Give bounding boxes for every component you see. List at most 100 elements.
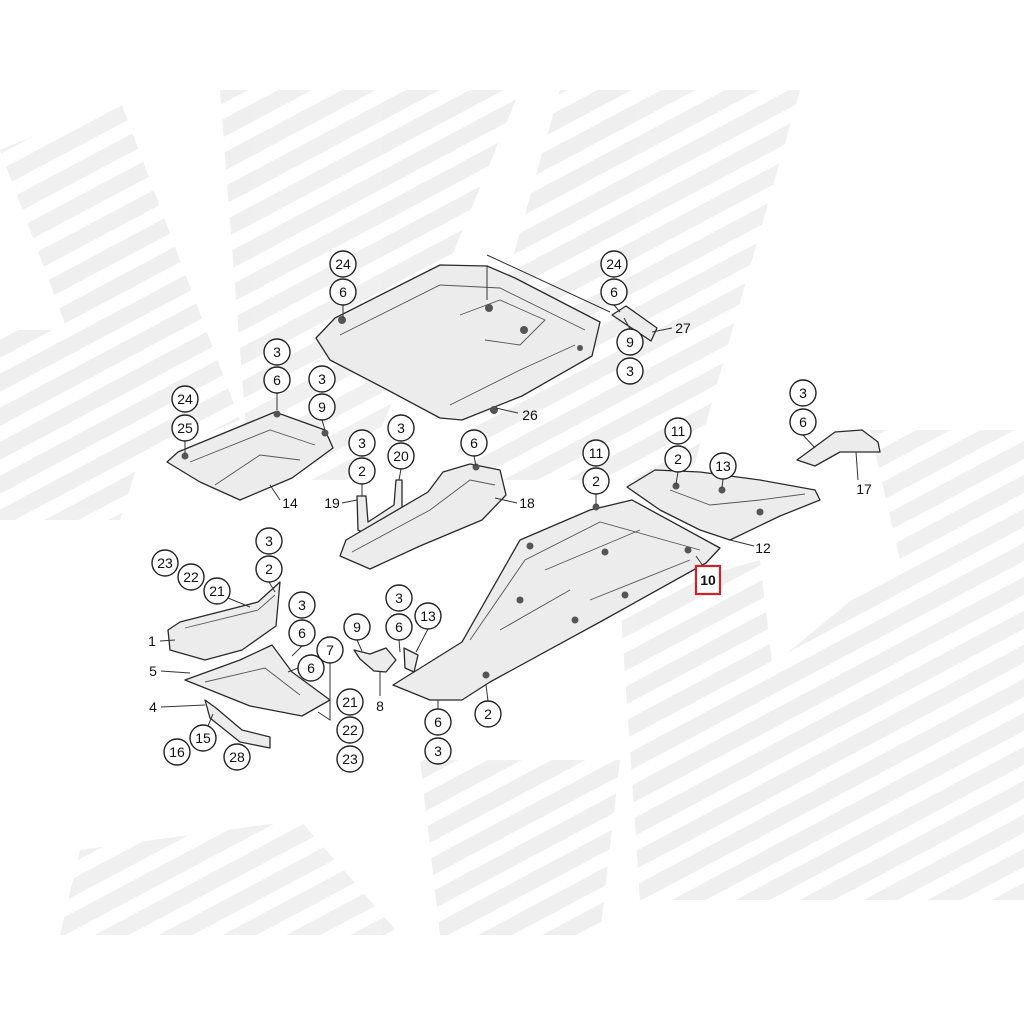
callout: 2 (255, 555, 283, 583)
callout: 2 (474, 700, 502, 728)
callout-number: 11 (671, 423, 686, 439)
watermark-shape-8 (420, 760, 620, 935)
callout-number: 21 (209, 583, 225, 599)
part-label: 4 (149, 699, 157, 715)
watermark-shape-6 (620, 560, 800, 900)
callout-number: 3 (358, 435, 366, 451)
callout-number: 13 (420, 608, 436, 624)
panel-1 (167, 581, 281, 661)
watermark-shape-7 (60, 820, 400, 935)
callout: 6 (288, 619, 316, 647)
callouts: 24 6 24 6 9 3 3 6 3 9 24 25 3 2 3 20 6 1… (151, 250, 817, 773)
callout-number: 13 (715, 458, 731, 474)
callout: 13 (414, 602, 442, 630)
callout-number: 2 (265, 561, 273, 577)
part-label: 5 (149, 663, 157, 679)
callout: 24 (600, 250, 628, 278)
callout: 3 (387, 414, 415, 442)
callout: 3 (288, 591, 316, 619)
part-label: 27 (675, 320, 691, 336)
part-label: 17 (856, 481, 872, 497)
watermark-shape-2 (220, 90, 520, 480)
callout-number: 7 (326, 642, 334, 658)
panel-10-hole (621, 591, 629, 599)
callout-number: 6 (307, 660, 315, 676)
part-label: 19 (324, 495, 340, 511)
callout: 2 (348, 457, 376, 485)
panel-5-rib (204, 667, 301, 696)
callout-number: 24 (606, 256, 622, 272)
callout-number: 3 (799, 385, 807, 401)
callout-number: 11 (589, 445, 604, 461)
bracket-8 (353, 647, 397, 673)
callout-number: 6 (339, 284, 347, 300)
callout-number: 3 (273, 344, 281, 360)
callout: 6 (789, 408, 817, 436)
watermark-shape-5 (730, 430, 1024, 900)
callout: 6 (329, 278, 357, 306)
panel-12-hole (718, 486, 726, 494)
panel-12-hole (756, 508, 764, 516)
panel-10-hole (516, 596, 524, 604)
callout-number: 28 (229, 749, 245, 765)
callout: 16 (163, 738, 191, 766)
panel-10-rib (589, 559, 691, 601)
callout-number: 22 (342, 722, 358, 738)
callout-number: 9 (318, 399, 326, 415)
callout-number: 2 (358, 463, 366, 479)
callout-number: 9 (626, 334, 634, 350)
callout-number: 20 (393, 448, 409, 464)
callout-number: 3 (318, 371, 326, 387)
panel-14-hole (321, 429, 329, 437)
highlighted-label-text: 10 (700, 572, 716, 588)
panel-14-rib (189, 429, 316, 463)
callout-number: 6 (434, 714, 442, 730)
panel-12-hole (672, 482, 680, 490)
callout-number: 23 (157, 555, 173, 571)
part-label: 8 (376, 698, 384, 714)
callout: 11 (664, 417, 692, 445)
callout-number: 3 (298, 597, 306, 613)
panel-10-hole (601, 548, 609, 556)
callout-number: 6 (273, 372, 281, 388)
panel-26-rib (449, 344, 576, 406)
panel-10-hole (526, 542, 534, 550)
callout-number: 25 (177, 420, 193, 436)
callout: 23 (336, 745, 364, 773)
callout-number: 6 (298, 625, 306, 641)
callout: 9 (343, 613, 371, 641)
callout: 6 (263, 366, 291, 394)
panel-10-hole (592, 503, 600, 511)
callout: 6 (424, 708, 452, 736)
panel-10-rib (544, 529, 641, 571)
callout: 6 (385, 613, 413, 641)
callout: 3 (255, 527, 283, 555)
watermark-shape-4 (0, 330, 180, 520)
callout: 11 (582, 439, 610, 467)
callout-number: 3 (395, 590, 403, 606)
callout-number: 3 (626, 363, 634, 379)
panel-12 (626, 469, 821, 541)
panel-26 (315, 264, 601, 421)
callout: 6 (600, 278, 628, 306)
panel-18-rib (351, 479, 496, 553)
callout-number: 21 (342, 694, 358, 710)
panel-26-hole (338, 316, 346, 324)
bracket-17 (796, 429, 881, 467)
callout-number: 24 (335, 256, 351, 272)
bracket-13 (403, 647, 419, 673)
callout: 22 (177, 563, 205, 591)
watermark (0, 90, 1024, 935)
panel-26-hole (520, 326, 528, 334)
callout: 6 (297, 654, 325, 682)
callout: 2 (582, 467, 610, 495)
callout: 3 (789, 379, 817, 407)
callout-number: 23 (342, 751, 358, 767)
panel-10-rib (469, 521, 701, 641)
callout: 9 (616, 328, 644, 356)
callout-number: 2 (484, 706, 492, 722)
callout-number: 24 (177, 391, 193, 407)
callout-number: 15 (195, 730, 211, 746)
callout: 3 (385, 584, 413, 612)
